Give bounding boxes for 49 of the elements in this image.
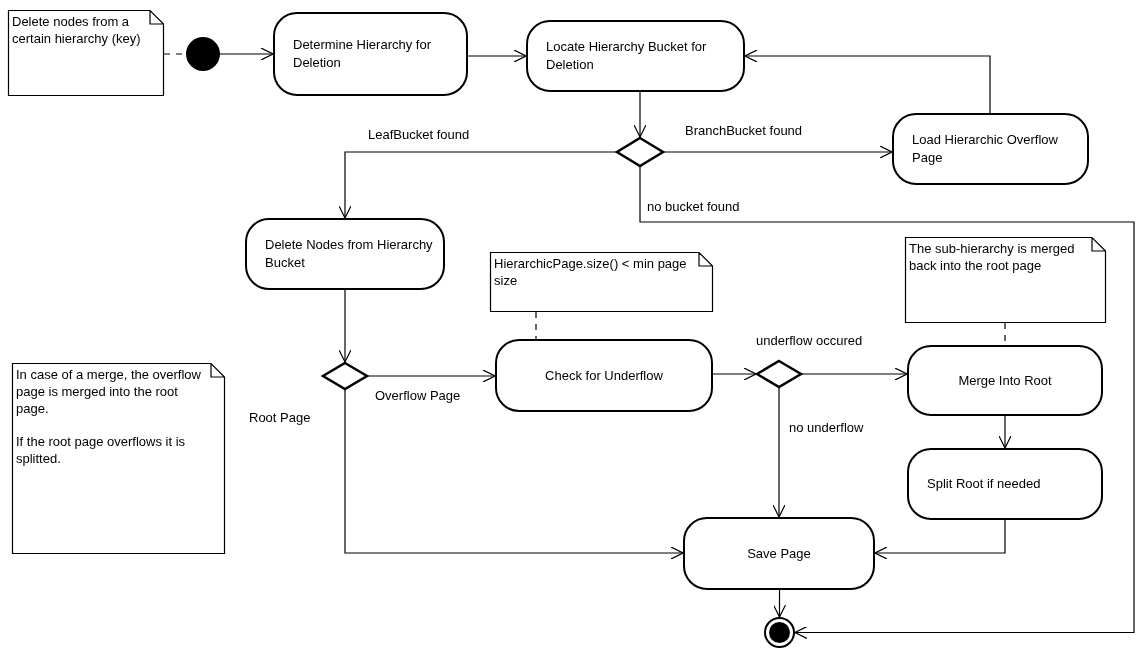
initial-node	[186, 37, 220, 71]
arrow	[219, 47, 274, 61]
note-text: Delete nodes from a certain hierarchy (key)	[12, 14, 142, 48]
arrow	[633, 91, 647, 138]
activity-box	[907, 448, 1103, 520]
activity-label: Save Page	[747, 544, 811, 563]
activity-label: Locate Hierarchy Bucket for Deletion	[546, 38, 708, 74]
arrow	[663, 145, 893, 159]
final-node	[764, 617, 795, 648]
activity-box	[907, 345, 1103, 416]
arrow	[998, 415, 1012, 449]
arrow	[367, 369, 496, 383]
activity-box	[245, 218, 445, 290]
arrow	[712, 367, 757, 381]
arrow	[338, 151, 617, 219]
arrow	[338, 289, 352, 363]
activity-box	[495, 339, 713, 412]
arrow	[772, 589, 787, 618]
arrow	[744, 49, 991, 114]
note-text: If the root page overflows it is splitted.	[16, 433, 187, 468]
activity-label: Split Root if needed	[927, 475, 1041, 493]
arrow	[467, 49, 527, 63]
activity-box	[683, 517, 875, 590]
decision-diamond	[756, 360, 802, 388]
activity-label: Determine Hierarchy for Deletion	[293, 36, 432, 72]
note-text: The sub-hierarchy is merged back into the root page	[909, 241, 1076, 275]
activity-label: Load Hierarchic Overflow Page	[912, 131, 1059, 167]
arrow	[874, 519, 1006, 560]
activity-box	[273, 12, 468, 96]
decision-diamond	[616, 137, 664, 167]
arrow	[344, 389, 684, 560]
note-text: HierarchicPage.size() < min page size	[494, 256, 688, 290]
decision-diamond	[322, 362, 368, 390]
activity-label: Check for Underflow	[545, 366, 663, 385]
anchor-line	[535, 311, 537, 340]
note-text: In case of a merge, the overflow page is merged into the root page.	[16, 367, 202, 418]
activity-label: Delete Nodes from Hierarchy Bucket	[265, 236, 433, 272]
arrow	[772, 387, 786, 518]
activity-label: Merge Into Root	[958, 371, 1052, 390]
note	[905, 237, 1106, 323]
activity-box	[526, 20, 745, 92]
edge-label: Overflow Page	[373, 388, 463, 404]
note	[12, 363, 225, 554]
activity-box	[892, 113, 1089, 185]
arrow	[639, 166, 1135, 640]
note	[490, 252, 713, 312]
edge-label: Root Page	[247, 410, 313, 426]
arrow	[801, 367, 908, 381]
note	[8, 10, 164, 96]
